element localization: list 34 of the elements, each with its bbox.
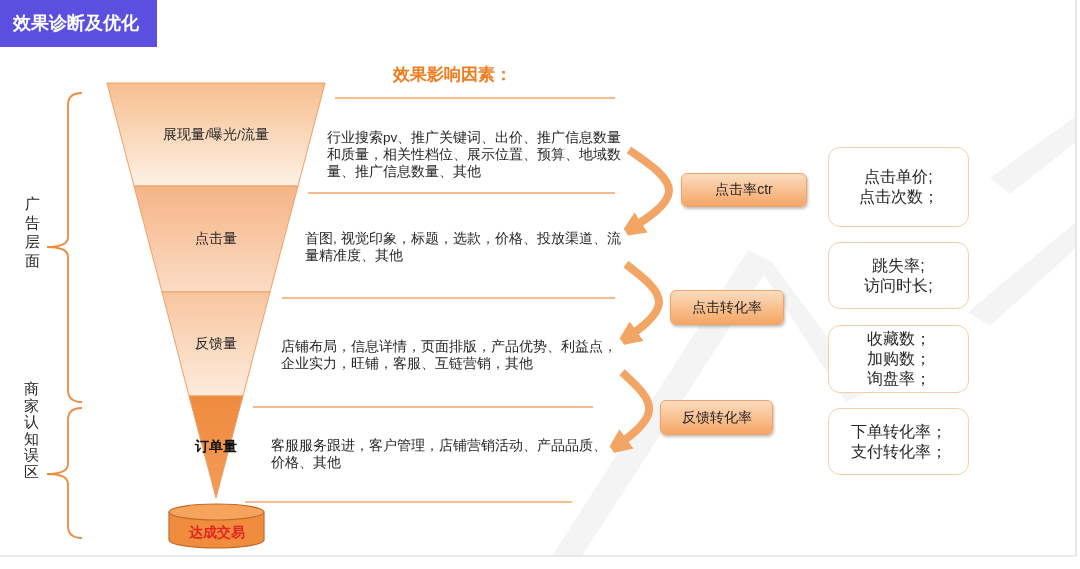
factor-text: 店铺布局，信息详情，页面排版，产品优势、利益点，企业实力，旺铺，客服、互链营销，其他 — [281, 338, 622, 374]
metric-card — [828, 242, 969, 309]
deal-cylinder — [168, 503, 265, 549]
side-label: 广告层面 — [25, 194, 40, 271]
funnel-stage — [162, 292, 270, 396]
stage-label: 达成交易 — [188, 525, 245, 541]
rate-tag: 点击转化率 — [670, 290, 784, 325]
stage-label: 反馈量 — [195, 336, 237, 352]
metric-item: 收藏数； — [866, 329, 931, 349]
metric-item: 访问时长; — [864, 275, 933, 296]
stage-label: 展现量/曝光/流量 — [163, 126, 269, 143]
metric-item: 支付转化率； — [850, 441, 947, 462]
funnel-stage — [107, 83, 325, 186]
metric-item: 询盘率； — [866, 369, 931, 389]
stage-label: 点击量 — [195, 231, 237, 247]
rate-tag: 反馈转化率 — [660, 400, 773, 435]
rate-tag: 点击率ctr — [681, 173, 807, 207]
metric-item: 跳失率; — [872, 255, 925, 276]
factor-text: 客服服务跟进，客户管理，店铺营销活动、产品品质、价格、其他 — [271, 437, 612, 473]
funnel-stage — [189, 396, 243, 498]
metric-item: 下单转化率； — [850, 421, 947, 442]
metric-item: 点击单价; — [864, 167, 933, 187]
metric-item: 点击次数； — [858, 187, 939, 207]
section-heading: 效果影响因素： — [393, 64, 512, 86]
metric-card — [828, 408, 969, 475]
side-label: 商家认知误区 — [24, 381, 39, 480]
metric-card — [828, 147, 969, 227]
factor-text: 行业搜索pv、推广关键词、出价、推广信息数量和质量，相关性档位、展示位置、预算、地域数量、推广信息数量、其他 — [327, 129, 629, 183]
metric-item: 加购数； — [866, 349, 931, 369]
metric-card — [828, 325, 969, 393]
stage-label: 订单量 — [195, 439, 237, 455]
funnel-stage — [134, 186, 298, 292]
factor-text: 首图, 视觉印象，标题，选款，价格、投放渠道、流量精准度、其他 — [305, 230, 626, 266]
page-title: 效果诊断及优化 — [0, 0, 157, 47]
